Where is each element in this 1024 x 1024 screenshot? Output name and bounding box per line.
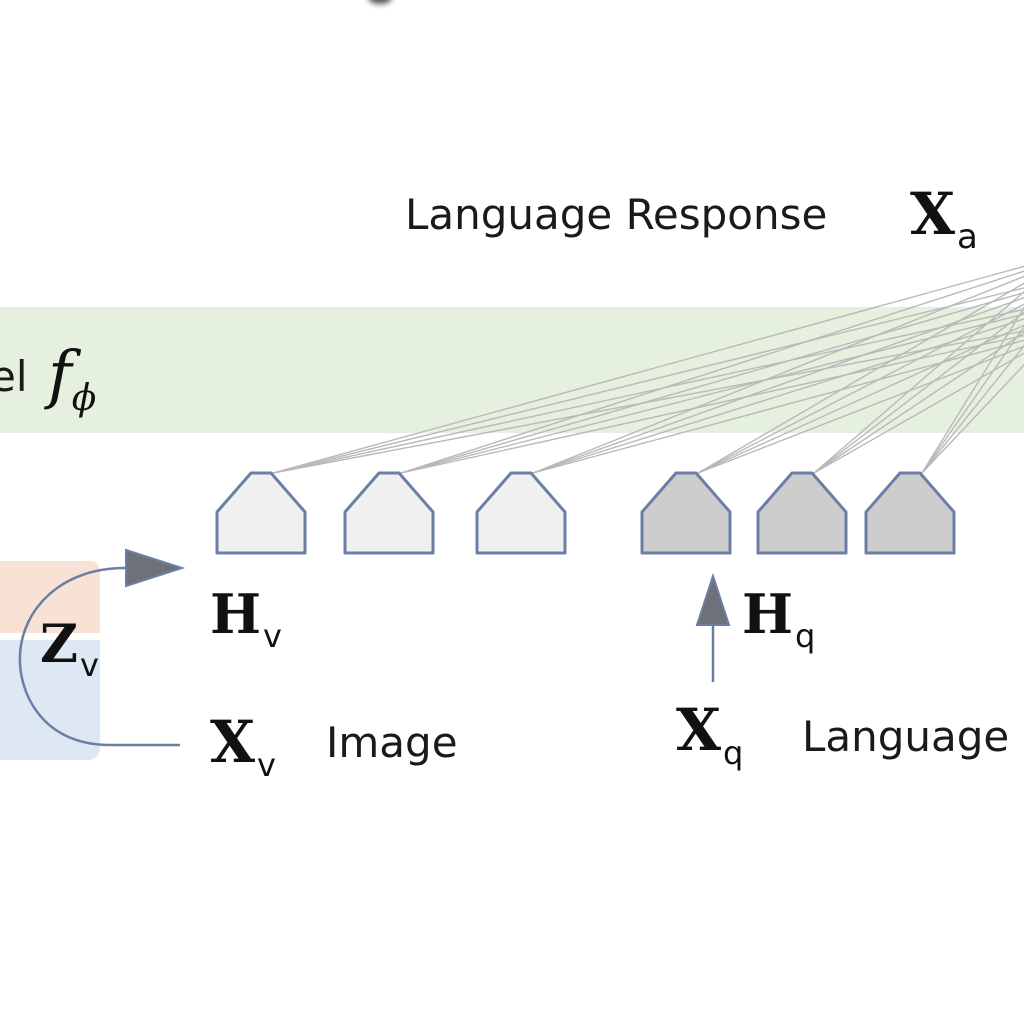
attention-connector [400,313,1024,474]
attention-connector [921,306,1024,474]
vision-encoder-block [0,640,100,760]
language-token [640,471,732,555]
attention-connector [921,363,1024,474]
attention-connector [400,270,1024,474]
attention-connector [272,330,1024,474]
arrow-up-icon [695,572,731,626]
attention-connector [532,318,1024,474]
language-token-symbol: Hq [742,582,816,655]
image-input-label: Image [326,718,458,767]
language-token [756,471,848,555]
attention-connector [813,311,1024,474]
attention-connector [532,339,1024,474]
language-input-symbol: Xq [676,696,744,772]
attention-connector [532,275,1024,474]
language-token [864,471,956,555]
attention-connector [813,290,1024,474]
projection-block [0,561,100,633]
language-input-label: Language [802,712,1010,761]
attention-connector [697,345,1024,474]
language-response-label: Language Response [405,190,828,239]
attention-connector [400,334,1024,474]
model-symbol: fϕ [48,338,97,419]
attention-connector [697,282,1024,474]
attention-connector [697,303,1024,474]
vision-token-symbol: Hv [210,582,282,655]
attention-connector [400,291,1024,474]
attention-connectors [272,265,1024,474]
vision-token [343,471,435,555]
vision-token [215,471,307,555]
attention-connector [921,325,1024,474]
attention-connector [272,265,1024,474]
vision-feature-symbol: Zv [40,614,99,684]
image-input-symbol: Xv [210,708,276,784]
attention-connector [921,344,1024,474]
attention-connector [532,296,1024,474]
token-row [215,471,956,555]
language-model-label: el [0,352,28,401]
vision-token [475,471,567,555]
attention-connector [272,287,1024,474]
attention-connector [813,352,1024,474]
vision-flow-curve [18,566,180,747]
attention-connector [813,331,1024,474]
response-symbol: Xa [910,180,978,257]
arrow-right-icon [125,548,186,588]
cropped-glyph-fragment [368,0,392,4]
